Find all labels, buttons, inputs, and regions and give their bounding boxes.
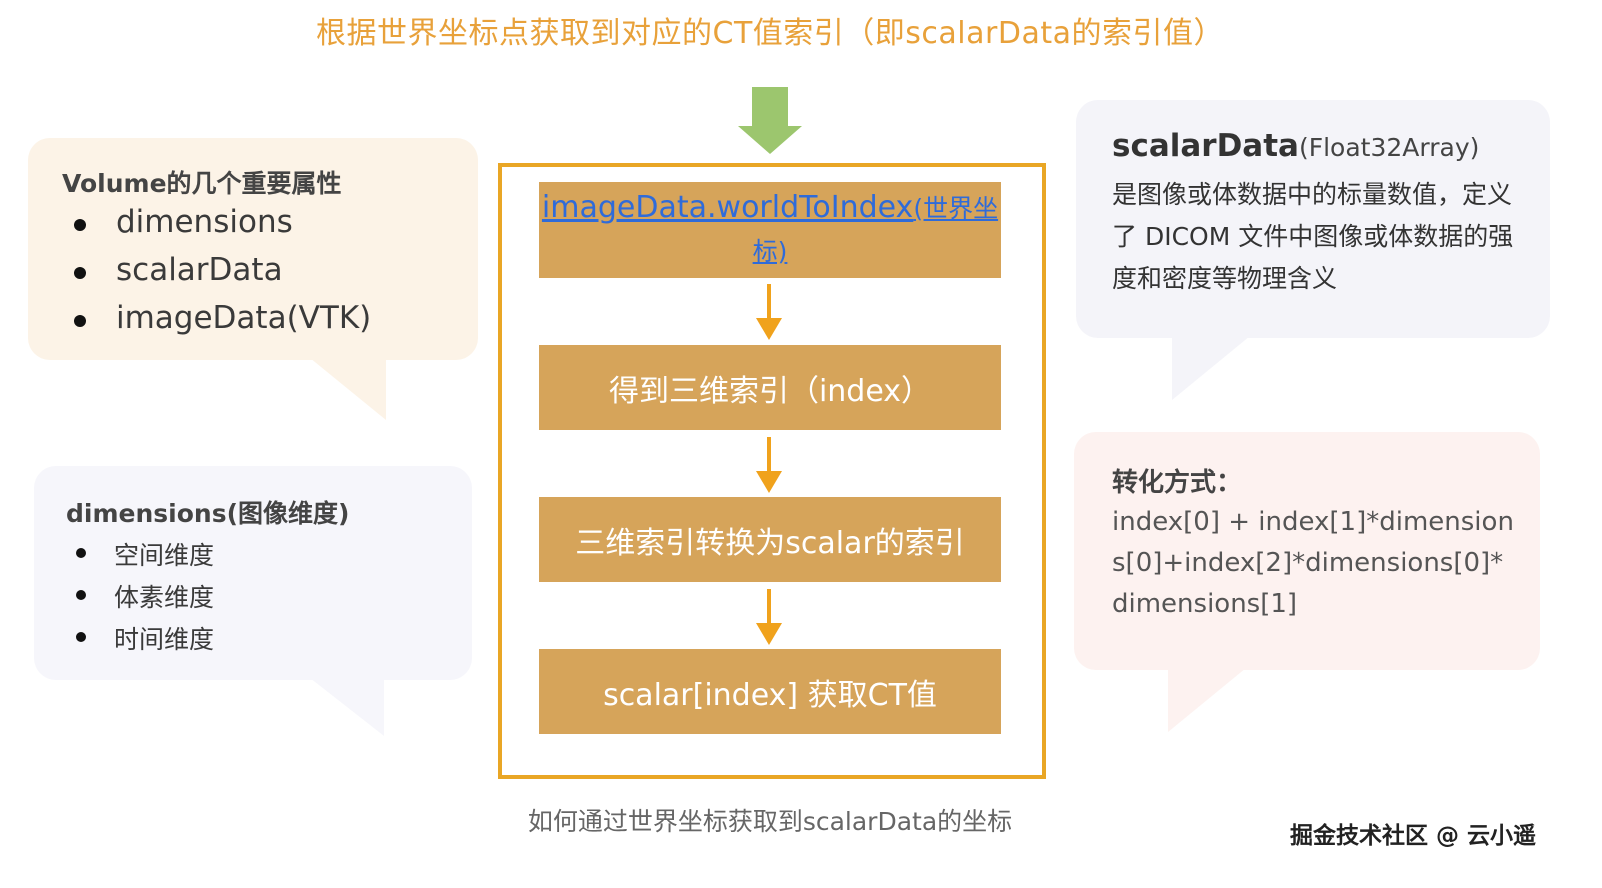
flow-step-convert-index: 三维索引转换为scalar的索引 [539,497,1001,582]
list-item-label: 空间维度 [114,541,215,570]
list-item-label: 体素维度 [114,583,215,612]
world-coordinate-link[interactable]: (世界坐标) [752,194,999,266]
arrow-down-icon [756,471,782,493]
list-item-label: 时间维度 [114,625,215,654]
flow-step-get-index: 得到三维索引（index） [539,345,1001,430]
dimensions-bubble-tail [310,678,384,736]
arrow-down-icon [756,318,782,340]
watermark: 掘金技术社区 @ 云小遥 [1290,823,1537,849]
volume-properties-list: dimensions scalarData imageData(VTK) [74,204,372,348]
conversion-formula: index[0] + index[1]*dimensions[0]+index[… [1112,507,1514,619]
bullet-icon [76,548,86,558]
flow-arrow-line [767,437,771,473]
green-arrow-shaft [752,87,788,127]
bullet-icon [74,267,86,279]
green-arrow-down-icon [738,126,802,154]
world-to-index-link[interactable]: imageData.worldToIndex [541,190,914,225]
volume-properties-heading: Volume的几个重要属性 [62,169,342,198]
list-item-label: dimensions [116,204,293,240]
flow-arrow-line [767,284,771,320]
bullet-icon [74,315,86,327]
list-item: 体素维度 [76,578,215,620]
list-item: 时间维度 [76,620,215,662]
list-item: dimensions [74,204,371,252]
list-item-label: scalarData [116,252,283,288]
bullet-icon [76,632,86,642]
scalardata-bubble-tail [1172,336,1250,400]
dimensions-list: 空间维度 体素维度 时间维度 [76,536,215,662]
dimensions-heading: dimensions(图像维度) [66,499,350,528]
scalardata-title: scalarData(Float32Array) [1112,128,1479,164]
scalardata-title-main: scalarData [1112,128,1299,164]
scalardata-bubble [1076,100,1550,338]
conversion-bubble [1074,432,1540,670]
flow-step-get-ct-value: scalar[index] 获取CT值 [539,649,1001,734]
list-item-label: imageData(VTK) [116,300,372,336]
volume-properties-bubble [28,138,478,360]
flow-step-world-to-index: imageData.worldToIndex(世界坐标) [539,182,1001,278]
volume-bubble-tail [310,358,386,420]
diagram-caption: 如何通过世界坐标获取到scalarData的坐标 [527,807,1013,836]
list-item: scalarData [74,252,371,300]
scalardata-description: 是图像或体数据中的标量数值，定义了 DICOM 文件中图像或体数据的强度和密度等… [1112,180,1514,293]
list-item: imageData(VTK) [74,300,372,348]
conversion-bubble-tail [1168,668,1246,732]
dimensions-bubble [34,466,472,680]
scalardata-title-type: (Float32Array) [1298,133,1480,162]
flow-arrow-line [767,589,771,625]
conversion-heading: 转化方式： [1112,468,1243,498]
arrow-down-icon [756,623,782,645]
bullet-icon [74,219,86,231]
list-item: 空间维度 [76,536,215,578]
diagram-title: 根据世界坐标点获取到对应的CT值索引（即scalarData的索引值） [316,16,1224,51]
bullet-icon [76,590,86,600]
